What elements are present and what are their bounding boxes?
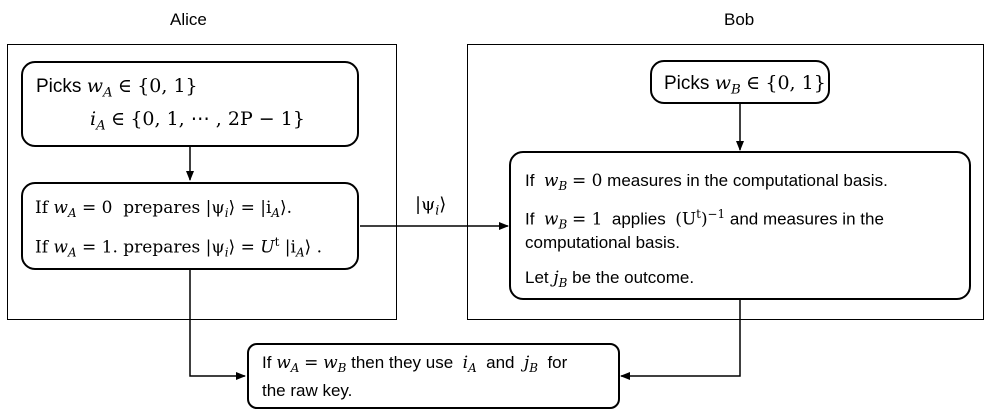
bob-outcome-line: Let jB be the outcome.: [525, 268, 695, 291]
alice-panel: [7, 44, 397, 320]
quantum-state-label: |ψi⟩: [415, 194, 447, 218]
alice-index-line: iA ∈ {0, 1, ⋯ , 2P − 1}: [90, 108, 305, 134]
alice-prepare-line-2: If wA = 1. prepares |ψi⟩ = Ut |iA⟩ .: [35, 235, 322, 260]
bob-measure-box: If wB = 0 measures in the computational …: [509, 151, 971, 300]
raw-key-line-2: the raw key.: [262, 381, 353, 400]
alice-to-result-arrow: [189, 269, 246, 380]
bob-picks-box: Picks wB ∈ {0, 1}: [650, 60, 830, 104]
raw-key-box: If wA = wB then they use iA and jB for t…: [247, 343, 620, 409]
alice-header: Alice: [170, 10, 207, 29]
bob-picks-line: Picks wB ∈ {0, 1}: [664, 72, 826, 98]
bob-measure-line-3: computational basis.: [525, 233, 680, 252]
bob-panel: [467, 44, 984, 320]
alice-prepare-line-1: If wA = 0 prepares |ψi⟩ = |iA⟩.: [35, 198, 293, 221]
alice-picks-line: Picks wA ∈ {0, 1}: [36, 75, 198, 101]
bob-header: Bob: [724, 10, 755, 29]
alice-picks-box: Picks wA ∈ {0, 1} iA ∈ {0, 1, ⋯ , 2P − 1…: [21, 61, 359, 147]
bob-to-result-arrow: [620, 299, 741, 380]
raw-key-line-1: If wA = wB then they use iA and jB for: [262, 353, 568, 376]
bob-measure-line-1: If wB = 0 measures in the computational …: [525, 171, 888, 194]
bob-measure-line-2: If wB = 1 applies (Ut)−1 and measures in…: [525, 207, 884, 232]
alice-prepare-box: If wA = 0 prepares |ψi⟩ = |iA⟩. If wA = …: [21, 182, 359, 270]
